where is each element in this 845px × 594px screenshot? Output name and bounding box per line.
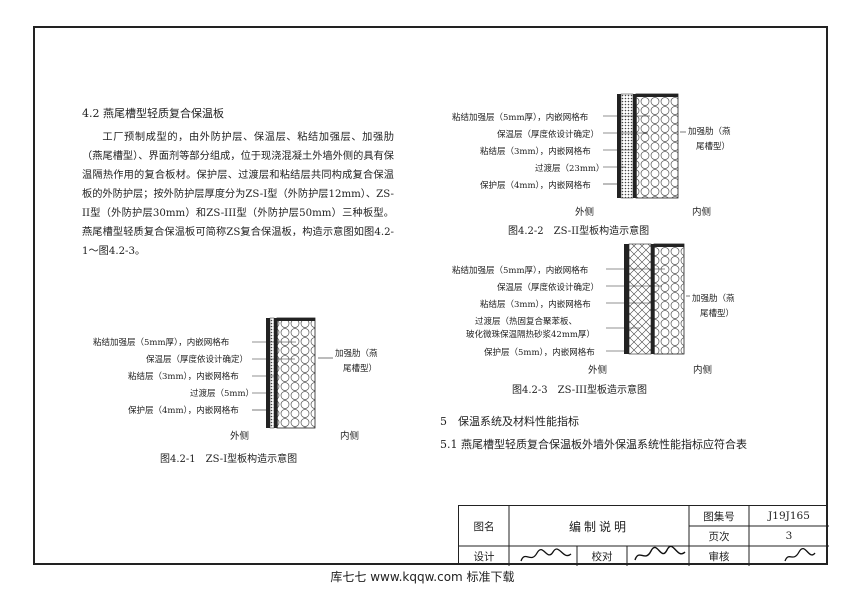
fig3-inside-label: 内侧 bbox=[693, 365, 713, 376]
fig2-label-1: 粘结加强层（5mm厚），内嵌网格布 bbox=[452, 113, 589, 123]
drawing-frame bbox=[33, 26, 828, 565]
review-label: 审核 bbox=[708, 550, 730, 563]
section-5-1-text: 5.1 燕尾槽型轻质复合保温板外墙外保温系统性能指标应符合表 bbox=[440, 438, 747, 451]
fig2-bond-reinforce-layer bbox=[636, 94, 678, 97]
fig3-label-4: 过渡层（热固复合聚苯板、 bbox=[475, 317, 578, 327]
designer-signature bbox=[520, 548, 572, 562]
fig2-outside-label: 外侧 bbox=[575, 207, 595, 218]
fig3-bond-layer bbox=[651, 244, 654, 354]
fig2-inside-label: 内侧 bbox=[692, 207, 712, 218]
fig1-label-1: 粘结加强层（5mm厚），内嵌网格布 bbox=[93, 338, 230, 348]
title-block-grid bbox=[459, 506, 829, 566]
fig1-bond-layer bbox=[274, 318, 277, 428]
fig1-rib-label-2: 尾槽型） bbox=[343, 364, 378, 374]
fig3-rib-label-1: 加强肋（燕 bbox=[692, 294, 735, 304]
page-value: 3 bbox=[785, 530, 793, 542]
fig1-bond-reinforce-layer bbox=[277, 318, 315, 321]
fig3-diagram bbox=[606, 243, 690, 355]
atlas-number-value: J19J165 bbox=[768, 510, 810, 522]
fig3-label-1: 粘结加强层（5mm厚），内嵌网格布 bbox=[452, 266, 589, 276]
fig1-label-3: 粘结层（3mm），内嵌网格布 bbox=[128, 372, 239, 382]
fig2-label-4: 过渡层（23mm） bbox=[535, 164, 605, 174]
fig3-label-2: 保温层（厚度依设计确定） bbox=[497, 283, 600, 293]
fig2-rib-label-1: 加强肋（燕 bbox=[688, 127, 731, 137]
fig3-label-3: 粘结层（3mm），内嵌网格布 bbox=[480, 300, 591, 310]
fig2-bond-layer bbox=[633, 94, 636, 198]
section-4-2-paragraph: 工厂预制成型的，由外防护层、保温层、粘结加强层、加强肋（燕尾槽型）、界面剂等部分… bbox=[82, 128, 394, 261]
atlas-number-label: 图集号 bbox=[703, 510, 735, 523]
fig3-transition-layer bbox=[628, 243, 652, 355]
fig2-label-3: 粘结层（3mm），内嵌网格布 bbox=[480, 147, 591, 157]
fig1-diagram bbox=[252, 317, 333, 429]
fig3-caption: 图4.2-3 ZS-III型板造示意图 bbox=[512, 385, 648, 396]
fig2-diagram bbox=[603, 93, 686, 199]
fig2-label-2: 保温层（厚度依设计确定） bbox=[497, 130, 600, 140]
fig2-transition-layer bbox=[620, 93, 634, 199]
title-name-label: 图名 bbox=[473, 520, 495, 533]
fig3-rib-label-2: 尾槽型） bbox=[700, 309, 735, 319]
fig3-label-5: 玻化微珠保温隔热砂浆42mm厚） bbox=[466, 330, 595, 340]
fig1-outside-label: 外侧 bbox=[230, 431, 250, 442]
fig2-caption: 图4.2-2 ZS-II型板构造示意图 bbox=[508, 226, 650, 237]
design-label: 设计 bbox=[473, 550, 495, 563]
paragraph-text: 工厂预制成型的，由外防护层、保温层、粘结加强层、加强肋（燕尾槽型）、界面剂等部分… bbox=[82, 132, 394, 257]
fig1-protect-layer bbox=[266, 318, 270, 428]
fig1-label-2: 保温层（厚度依设计确定） bbox=[146, 355, 249, 365]
fig3-insulation-layer bbox=[653, 243, 685, 355]
fig3-bond-reinforce-layer bbox=[654, 244, 684, 247]
fig2-insulation-layer bbox=[635, 93, 679, 199]
fig1-caption: 图4.2-1 ZS-I型板构造示意图 bbox=[160, 454, 298, 465]
checker-signature bbox=[634, 545, 686, 561]
fig1-label-5: 保护层（4mm），内嵌网格布 bbox=[128, 406, 239, 416]
fig3-outside-label: 外侧 bbox=[588, 365, 608, 376]
fig1-label-4: 过渡层（5mm） bbox=[190, 389, 255, 399]
check-label: 校对 bbox=[591, 550, 613, 563]
fig1-rib-label-1: 加强肋（燕 bbox=[335, 349, 378, 359]
title-block: 图名 编制说明 图集号 J19J165 页次 3 设计 校对 审核 bbox=[458, 505, 829, 566]
fig1-insulation-layer bbox=[276, 317, 316, 429]
section-5-heading: 5 保温系统及材料性能指标 bbox=[440, 415, 579, 428]
fig1-inside-label: 内侧 bbox=[340, 431, 360, 442]
title-name-value: 编制说明 bbox=[568, 519, 629, 534]
fig2-label-5: 保护层（4mm），内嵌网格布 bbox=[480, 181, 591, 191]
section-4-2-heading: 4.2 燕尾槽型轻质复合保温板 bbox=[82, 107, 224, 120]
fig2-protect-layer bbox=[617, 94, 621, 198]
fig3-label-6: 保护层（5mm），内嵌网格布 bbox=[484, 348, 595, 358]
fig2-rib-label-2: 尾槽型） bbox=[696, 142, 731, 152]
page-label: 页次 bbox=[708, 530, 730, 543]
fig3-protect-layer bbox=[624, 244, 629, 354]
fig1-transition-layer bbox=[269, 317, 275, 429]
footer-watermark-text[interactable]: 库七七 www.kqqw.com 标准下载 bbox=[0, 566, 845, 594]
reviewer-signature bbox=[784, 547, 816, 562]
